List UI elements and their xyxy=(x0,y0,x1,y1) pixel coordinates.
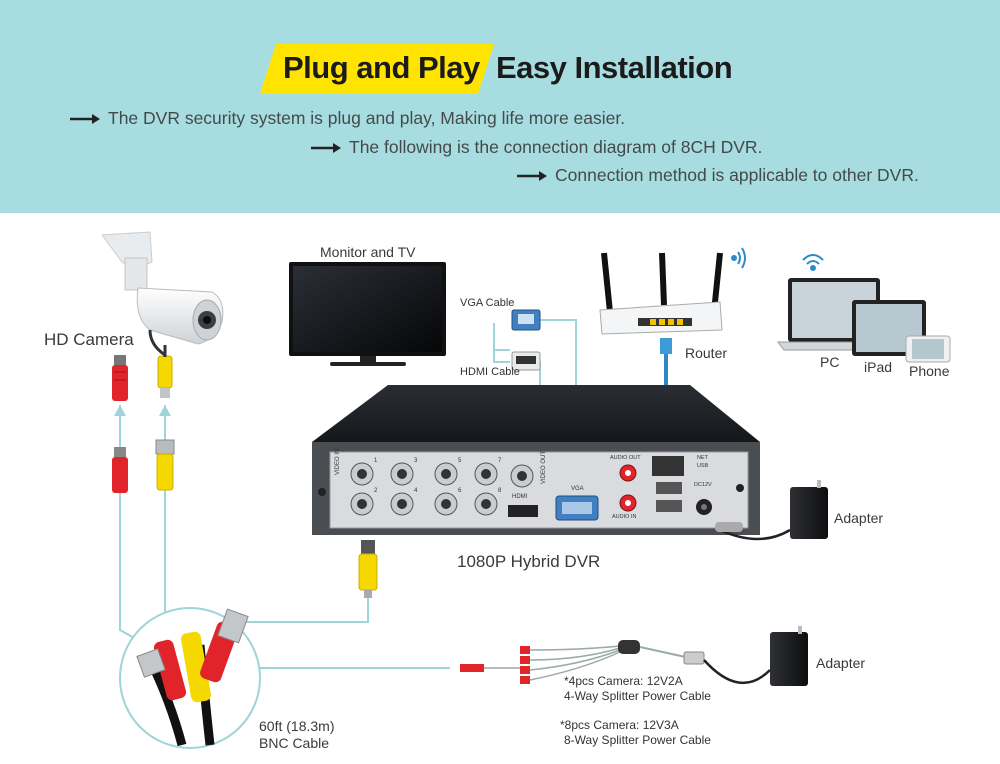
channel-label: 4 xyxy=(414,488,418,494)
bnc-cable-length-label: 60ft (18.3m) xyxy=(259,718,335,734)
panel-usb-label: USB xyxy=(697,463,709,469)
splitter4-name: 4-Way Splitter Power Cable xyxy=(564,689,711,703)
wifi-icon xyxy=(731,247,746,269)
channel-label: 8 xyxy=(498,488,502,494)
hdmi-connector xyxy=(511,351,541,371)
arrow-right-icon xyxy=(517,170,547,181)
dvr-dc-port xyxy=(696,499,712,515)
dvr-video-out-port xyxy=(510,464,534,488)
vga-cable-label: VGA Cable xyxy=(460,297,515,309)
monitor-label: Monitor and TV xyxy=(320,244,416,260)
power-adapter-bottom xyxy=(770,626,808,686)
description-line-2: The following is the connection diagram … xyxy=(311,137,762,158)
hd-camera xyxy=(101,231,224,357)
splitter8-spec: *8pcs Camera: 12V3A xyxy=(560,718,679,732)
arrow-right-icon xyxy=(70,113,100,124)
channel-label: 2 xyxy=(374,488,378,494)
dvr-hdmi-port xyxy=(508,505,538,517)
dvr-video-in-ports xyxy=(350,462,498,516)
bnc-port-center xyxy=(481,499,491,509)
description-text-2: The following is the connection diagram … xyxy=(349,137,763,157)
router-label: Router xyxy=(685,345,728,361)
panel-video-out-label: VIDEO OUT xyxy=(541,450,547,484)
channel-label: 3 xyxy=(414,458,418,464)
adapter-bottom-label: Adapter xyxy=(816,655,866,671)
channel-label: 6 xyxy=(458,488,462,494)
bnc-port-center xyxy=(481,469,491,479)
panel-dc-label: DC12V xyxy=(694,482,712,488)
bnc-port-center xyxy=(357,499,367,509)
wire-hdmi xyxy=(493,350,510,363)
hdmi-cable-label: HDMI Cable xyxy=(460,366,520,378)
description-text-1: The DVR security system is plug and play… xyxy=(108,108,626,128)
power-adapter-top xyxy=(715,480,828,541)
camera-video-plug xyxy=(157,345,173,398)
arrow-up-icon xyxy=(159,405,171,416)
channel-label: 7 xyxy=(498,458,502,464)
splitter-cable xyxy=(460,640,771,685)
bnc-port-center xyxy=(441,469,451,479)
vga-connector xyxy=(511,309,541,331)
header-banner: Plug and Play Easy Installation The DVR … xyxy=(0,0,1000,213)
panel-audio-out-label: AUDIO OUT xyxy=(610,455,641,461)
arrow-up-icon xyxy=(114,405,126,416)
description-line-3: Connection method is applicable to other… xyxy=(517,165,919,186)
camera-power-plug xyxy=(112,355,128,401)
dvr-bnc-plug xyxy=(358,540,378,598)
phone xyxy=(905,335,951,363)
dvr-screws xyxy=(318,484,744,496)
description-line-1: The DVR security system is plug and play… xyxy=(70,108,625,129)
bnc-cable-coil xyxy=(119,607,261,749)
bnc-port-center xyxy=(397,469,407,479)
ipad-label: iPad xyxy=(864,359,893,375)
dvr-label: 1080P Hybrid DVR xyxy=(457,552,601,571)
panel-video-in-label: VIDEO IN xyxy=(335,448,341,475)
channel-label: 1 xyxy=(374,458,378,464)
pc-label: PC xyxy=(820,354,840,370)
cable-power-plug xyxy=(112,447,128,493)
phone-label: Phone xyxy=(909,363,950,379)
arrow-right-icon xyxy=(311,142,341,153)
dvr-audio-ports xyxy=(619,464,637,512)
description-text-3: Connection method is applicable to other… xyxy=(555,165,919,185)
title-highlight: Plug and Play xyxy=(283,50,480,85)
bnc-cable-label: BNC Cable xyxy=(259,735,330,751)
channel-label: 5 xyxy=(458,458,462,464)
dvr-vga-port xyxy=(555,495,599,521)
adapter-top-label: Adapter xyxy=(834,510,884,526)
bnc-port-center xyxy=(357,469,367,479)
wire-bnc-to-dvr xyxy=(245,588,369,623)
panel-hdmi-label: HDMI xyxy=(512,494,528,500)
panel-audio-in-label: AUDIO IN xyxy=(612,514,637,520)
bnc-port-center xyxy=(397,499,407,509)
cable-bnc-plug xyxy=(155,439,175,491)
wire-vga xyxy=(493,323,510,351)
hd-camera-label: HD Camera xyxy=(44,330,134,349)
panel-net-label: NET xyxy=(697,455,708,461)
panel-vga-label: VGA xyxy=(571,486,584,492)
wire-power-to-splitter xyxy=(231,647,450,669)
router xyxy=(599,252,723,335)
dvr-net-usb-ports xyxy=(652,456,684,512)
bnc-port-center xyxy=(441,499,451,509)
splitter8-name: 8-Way Splitter Power Cable xyxy=(564,733,711,747)
monitor-tv xyxy=(289,262,446,366)
splitter4-spec: *4pcs Camera: 12V2A xyxy=(564,674,683,688)
connection-diagram xyxy=(101,231,951,749)
wifi-icon xyxy=(802,254,824,271)
title-rest: Easy Installation xyxy=(496,50,733,85)
